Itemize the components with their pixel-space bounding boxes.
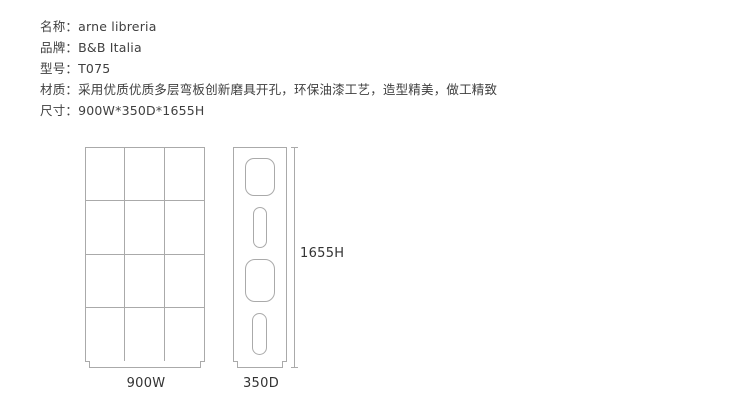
depth-dimension-label: 350D <box>242 376 280 391</box>
shelf-cell <box>164 148 204 202</box>
side-cutout <box>252 313 267 355</box>
shelf-cell <box>86 254 126 308</box>
spec-line-dimensions: 尺寸：900W*350D*1655H <box>40 103 205 118</box>
shelf-cell <box>86 307 126 361</box>
height-dimension-line <box>294 147 295 368</box>
shelf-cell <box>125 307 165 361</box>
height-dimension-tick-bottom <box>291 367 298 368</box>
side-view-base <box>237 361 283 368</box>
shelf-cell <box>86 148 126 202</box>
side-view-drawing <box>233 147 287 362</box>
shelf-cell <box>125 254 165 308</box>
spec-line-brand: 品牌：B&B Italia <box>40 40 142 55</box>
side-cutout <box>253 207 267 248</box>
shelf-cell <box>164 255 204 308</box>
front-view-drawing <box>85 147 205 362</box>
height-dimension-tick-top <box>291 147 298 148</box>
spec-line-name: 名称：arne libreria <box>40 19 157 34</box>
spec-line-model: 型号：T075 <box>40 61 111 76</box>
spec-line-material: 材质：采用优质优质多层弯板创新磨具开孔，环保油漆工艺，造型精美，做工精致 <box>40 82 498 97</box>
shelf-cell <box>125 148 165 202</box>
shelf-cell <box>86 201 126 255</box>
front-view-base <box>89 361 201 368</box>
side-cutout <box>245 259 275 302</box>
shelf-cell <box>165 308 204 361</box>
side-cutout <box>245 158 275 196</box>
height-dimension-label: 1655H <box>300 246 345 261</box>
width-dimension-label: 900W <box>126 376 166 391</box>
spec-list: 名称：arne libreria 品牌：B&B Italia 型号：T075 材… <box>40 16 700 121</box>
shelf-cell <box>164 201 204 255</box>
shelf-cell <box>125 201 165 255</box>
